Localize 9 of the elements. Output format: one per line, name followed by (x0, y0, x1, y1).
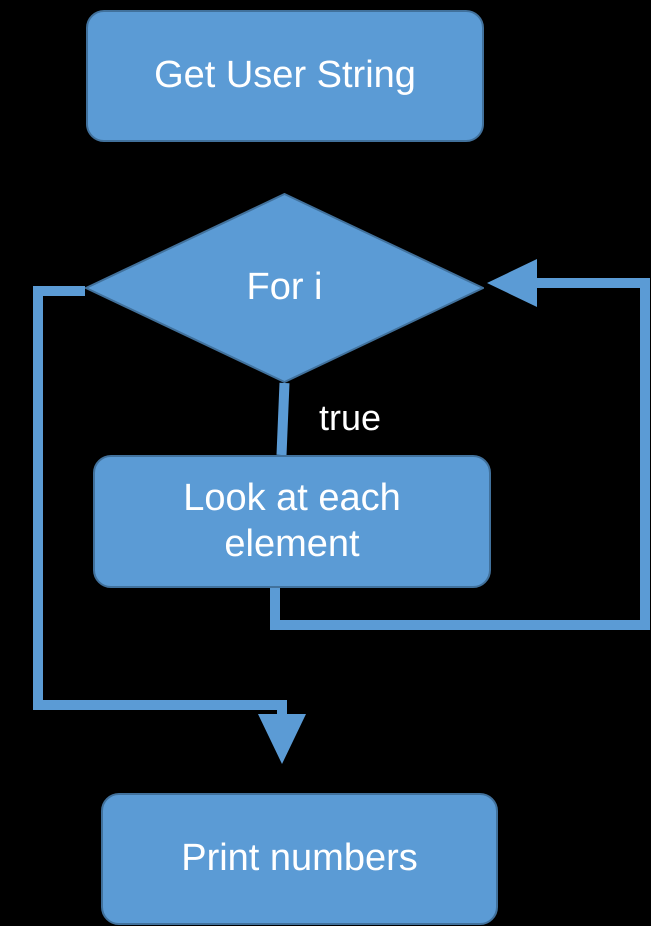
process-box (93, 455, 491, 588)
decision-diamond (85, 193, 484, 383)
node-label: Look at each element (182, 476, 402, 566)
arrow (33, 286, 306, 764)
process-box (101, 793, 498, 925)
node-label: Get User String (154, 53, 416, 98)
node-label: For i (246, 265, 322, 310)
node-label: Print numbers (181, 836, 418, 882)
process-box (86, 10, 484, 142)
